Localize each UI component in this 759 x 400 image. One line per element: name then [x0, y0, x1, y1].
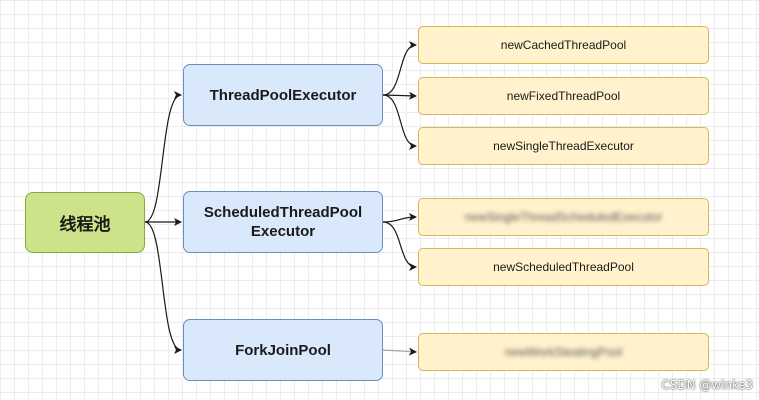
edge-threadpoolexecutor-to-single	[382, 94, 417, 150]
factory-node-newscheduledthreadpool[interactable]: newScheduledThreadPool	[418, 248, 709, 286]
executor-node-label: ScheduledThreadPool Executor	[203, 204, 363, 240]
factory-node-newcachedthreadpool[interactable]: newCachedThreadPool	[418, 26, 709, 64]
executor-node-forkjoinpool[interactable]: ForkJoinPool	[183, 319, 383, 381]
root-node-label: 线程池	[59, 215, 111, 235]
factory-node-label: newSingleThreadExecutor	[493, 139, 634, 153]
edge-forkjoinpool-to-workstealing	[382, 347, 417, 356]
edge-root-to-threadpoolexecutor	[144, 91, 182, 223]
csdn-watermark: CSDN @winks3	[661, 378, 753, 392]
executor-node-label: ThreadPoolExecutor	[209, 86, 357, 104]
executor-node-label: ForkJoinPool	[235, 341, 331, 359]
factory-node-newsinglethreadexecutor[interactable]: newSingleThreadExecutor	[418, 127, 709, 165]
factory-node-label: newScheduledThreadPool	[493, 260, 634, 274]
factory-node-label: newFixedThreadPool	[506, 89, 621, 103]
factory-node-newworkstealingpool[interactable]: newWorkStealingPool	[418, 333, 709, 371]
edge-scheduledexecutor-to-scheduledpool	[382, 221, 417, 271]
executor-node-scheduledthreadpoolexecutor[interactable]: ScheduledThreadPool Executor	[183, 191, 383, 253]
edge-scheduledexecutor-to-singlescheduled	[382, 213, 417, 223]
factory-node-newfixedthreadpool[interactable]: newFixedThreadPool	[418, 77, 709, 115]
factory-node-newsinglethreadscheduledexecutor[interactable]: newSingleThreadScheduledExecutor	[418, 198, 709, 236]
edge-threadpoolexecutor-to-cached	[382, 41, 417, 96]
factory-node-label: newWorkStealingPool	[504, 345, 623, 359]
edge-threadpoolexecutor-to-fixed	[382, 91, 417, 100]
factory-node-label: newCachedThreadPool	[500, 38, 627, 52]
factory-node-label: newSingleThreadScheduledExecutor	[464, 210, 663, 224]
executor-node-threadpoolexecutor[interactable]: ThreadPoolExecutor	[183, 64, 383, 126]
edge-root-to-forkjoinpool	[144, 221, 182, 354]
root-node-thread-pool[interactable]: 线程池	[25, 192, 145, 253]
